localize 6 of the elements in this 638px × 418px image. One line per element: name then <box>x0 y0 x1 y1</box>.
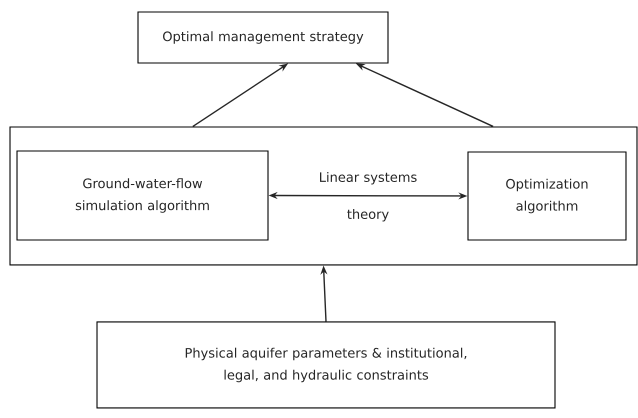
edge-label: Linear systems theory <box>320 172 417 222</box>
process-box: Physical aquifer parameters & institutional, legal, and hydraulic constraints <box>96 321 556 409</box>
process-box: Ground-water-flow simulation algorithm <box>16 150 269 241</box>
frame-box <box>9 126 638 266</box>
process-box: Optimization algorithm <box>467 151 627 241</box>
process-box: Optimal management strategy <box>137 11 389 64</box>
